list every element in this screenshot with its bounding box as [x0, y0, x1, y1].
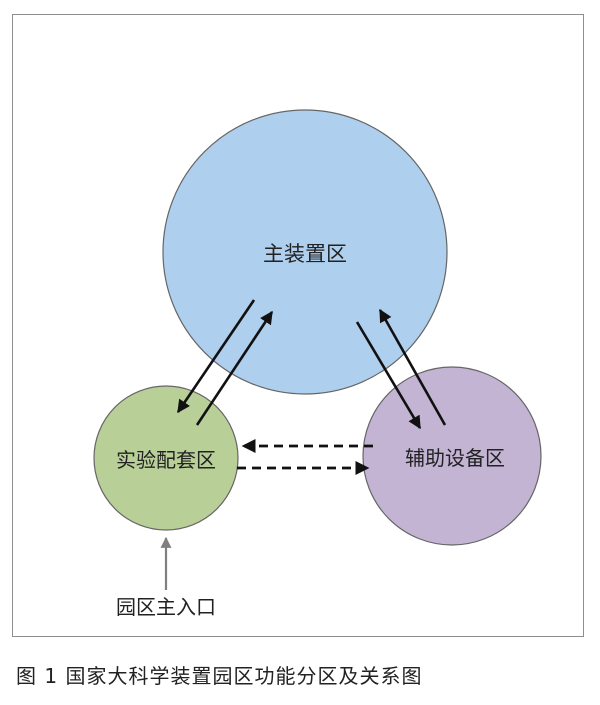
lab-zone-label: 实验配套区: [116, 448, 216, 472]
main-zone-label: 主装置区: [263, 242, 347, 266]
entrance-label: 园区主入口: [116, 595, 216, 619]
main-zone-circle: [162, 109, 448, 395]
lab-zone-circle: [93, 385, 239, 531]
figure-caption: 图 1 国家大科学装置园区功能分区及关系图: [16, 664, 423, 688]
aux-zone-label: 辅助设备区: [405, 446, 505, 470]
arrow-main-to-aux: [355, 321, 422, 430]
arrow-lab-to-main: [195, 310, 274, 426]
aux-zone-circle: [362, 366, 542, 546]
arrow-aux-to-main: [378, 308, 447, 426]
diagram-frame: [12, 14, 584, 637]
arrow-main-to-lab: [176, 299, 256, 414]
